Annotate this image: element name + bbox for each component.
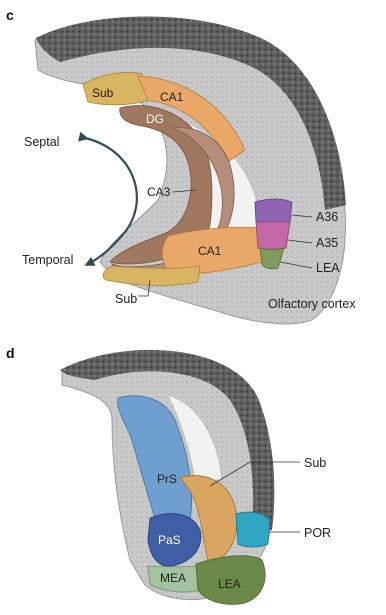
panel-d-letter: d xyxy=(6,345,15,361)
label-prs: PrS xyxy=(157,472,177,486)
label-ca3: CA3 xyxy=(147,185,171,199)
panel-c-letter: c xyxy=(6,7,14,23)
label-a35: A35 xyxy=(316,236,338,250)
label-dg: DG xyxy=(146,112,164,126)
label-mea: MEA xyxy=(160,571,186,585)
label-por: POR xyxy=(304,526,331,540)
label-temporal: Temporal xyxy=(22,253,73,267)
label-olfactory-cortex: Olfactory cortex xyxy=(268,297,356,311)
region-a36 xyxy=(255,199,292,224)
label-a36: A36 xyxy=(316,210,338,224)
region-por xyxy=(236,512,270,547)
label-septal: Septal xyxy=(24,135,59,149)
label-pas: PaS xyxy=(158,533,181,547)
label-lea-c: LEA xyxy=(316,261,340,275)
region-sub-bottom xyxy=(103,266,200,286)
label-sub-bottom: Sub xyxy=(115,292,137,306)
label-ca1-top: CA1 xyxy=(160,90,184,104)
label-sub-top: Sub xyxy=(92,86,114,100)
region-a35 xyxy=(256,222,290,250)
label-sub-d: Sub xyxy=(304,456,326,470)
label-ca1-bottom: CA1 xyxy=(198,244,222,258)
label-lea-d: LEA xyxy=(218,577,241,591)
